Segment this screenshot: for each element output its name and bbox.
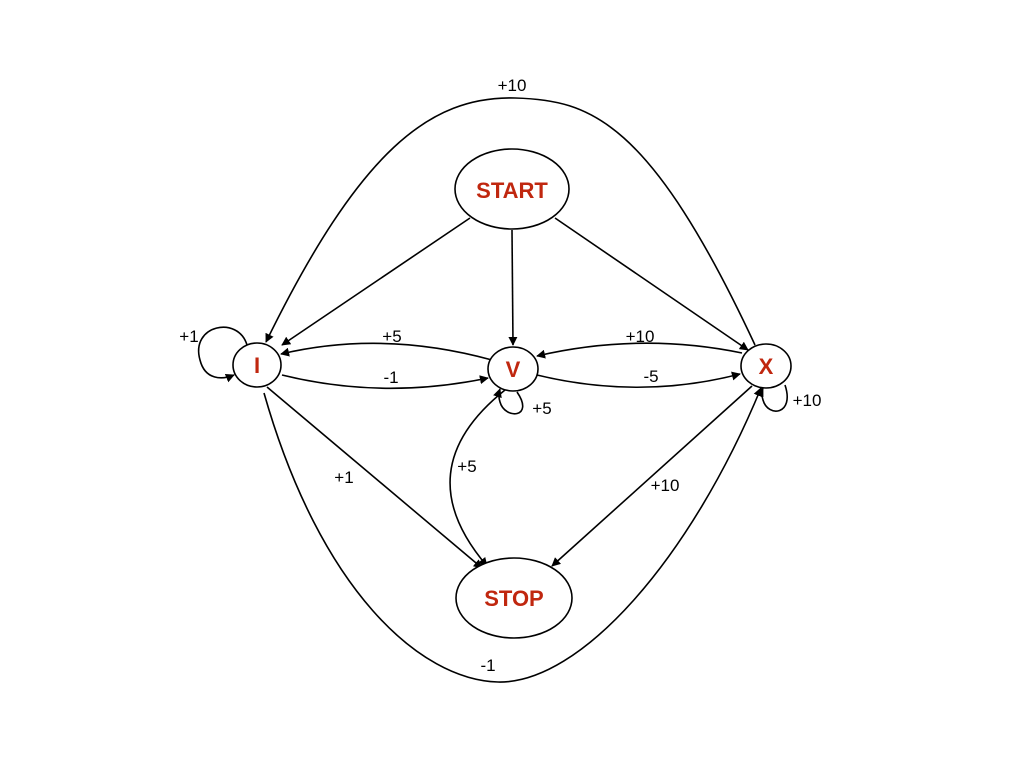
node-x-label: X — [759, 354, 774, 379]
label-x-to-stop: +10 — [651, 476, 680, 495]
edge-v-self-loop — [493, 388, 524, 415]
edge-x-to-i — [265, 97, 756, 346]
label-i-to-v: -1 — [383, 368, 398, 387]
edge-x-to-v — [536, 342, 743, 359]
edge-x-self-loop — [755, 384, 788, 412]
edge-v-to-stop — [449, 389, 506, 567]
edge-i-to-x — [263, 387, 763, 683]
node-i-label: I — [254, 353, 260, 378]
label-v-to-x: -5 — [643, 367, 658, 386]
node-v-label: V — [506, 357, 521, 382]
node-x: X — [740, 343, 792, 389]
label-x-self-loop: +10 — [793, 391, 822, 410]
label-i-to-x: -1 — [480, 656, 495, 675]
node-stop-label: STOP — [484, 586, 544, 611]
label-v-to-i: +5 — [382, 327, 401, 346]
node-stop: STOP — [455, 557, 573, 639]
label-x-to-v: +10 — [626, 327, 655, 346]
edge-start-to-i — [281, 217, 471, 346]
edge-i-to-v — [281, 374, 489, 390]
label-i-to-stop: +1 — [334, 468, 353, 487]
edge-i-self-loop — [197, 326, 248, 383]
edge-v-to-i — [280, 342, 493, 361]
edge-x-to-stop — [551, 385, 753, 567]
node-v: V — [487, 346, 539, 392]
label-v-to-stop: +5 — [457, 457, 476, 476]
edge-i-to-stop — [266, 386, 483, 569]
label-i-self-loop: +1 — [179, 327, 198, 346]
label-x-to-i: +10 — [498, 76, 527, 95]
edge-v-to-x — [536, 371, 741, 389]
node-start-label: START — [476, 178, 548, 203]
node-start: START — [454, 148, 570, 230]
label-v-self-loop: +5 — [532, 399, 551, 418]
edge-start-to-x — [554, 217, 749, 351]
node-i: I — [232, 342, 282, 388]
edge-start-to-v — [508, 229, 518, 346]
